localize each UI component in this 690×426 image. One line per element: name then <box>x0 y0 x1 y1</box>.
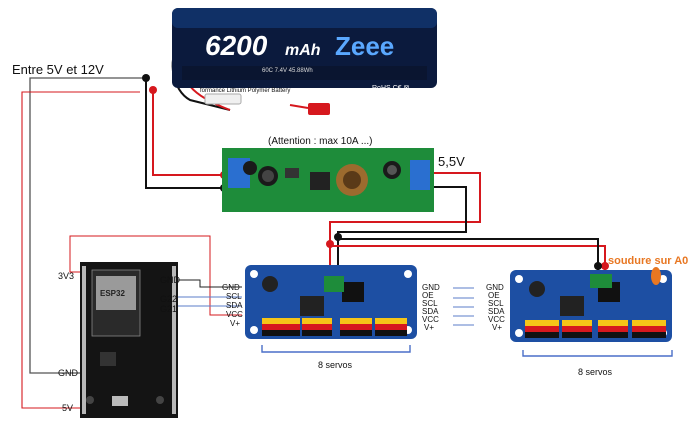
pca-right-pin-oe: OE <box>488 291 500 300</box>
pin-5v-label: 5V <box>62 403 73 413</box>
pca-left-rpin-vcc: VCC <box>422 315 439 324</box>
battery-type: formance Lithium Polymer Battery <box>200 88 290 94</box>
pca-left-power-terminal <box>324 276 344 292</box>
solder-mark <box>651 267 661 285</box>
pca-left-rpin-sda: SDA <box>422 307 439 316</box>
pca-left-servo-headers <box>262 318 407 336</box>
pca-left-rpin-vplus: V+ <box>424 323 434 332</box>
output-black-wire <box>337 186 467 278</box>
deans-connector <box>308 103 330 115</box>
input-red-wire <box>152 90 224 176</box>
pca-right-servo-headers <box>525 320 666 338</box>
esp32-board: ESP32 3V3 GND 5V GND G22 G21 <box>58 262 181 418</box>
vcc-thin-red-wire <box>69 235 242 316</box>
pca-right-pin-vcc: VCC <box>488 315 505 324</box>
junction-pca-left-red <box>326 240 334 248</box>
pin-g21-label: G21 <box>160 304 177 314</box>
balance-connector <box>204 93 242 105</box>
pca-right-power-terminal <box>590 274 612 288</box>
pca-right-pin-sda: SDA <box>488 307 505 316</box>
junction-pca-right-black <box>594 262 602 270</box>
battery-brand: Zeee <box>335 31 394 61</box>
attention-label: (Attention : max 10A ...) <box>268 136 373 147</box>
output-voltage-label: 5,5V <box>438 154 465 169</box>
buck-converter: (Attention : max 10A ...) <box>222 136 434 212</box>
pca9685-right: GND OE SCL SDA VCC V+ 8 servos <box>486 267 673 377</box>
wires <box>21 44 606 409</box>
junction-pca-left-black <box>334 233 342 241</box>
input-range-label: Entre 5V et 12V <box>12 62 104 77</box>
i2c-gnd-line <box>178 279 242 288</box>
esp32-chip-text: ESP32 <box>100 289 125 298</box>
pca-left-rpin-oe: OE <box>422 291 434 300</box>
pca9685-left: GND SCL SDA VCC V+ GND OE SCL SDA VCC V+… <box>222 265 440 370</box>
pca-left-pin-vplus: V+ <box>230 319 240 328</box>
junction-pca-right-red <box>601 262 609 270</box>
pca-right-pin-gnd: GND <box>486 283 504 292</box>
pca-left-pin-vcc: VCC <box>226 310 243 319</box>
pin-gnd-left-label: GND <box>58 368 79 378</box>
input-black-wire <box>145 78 224 189</box>
pca-left-pin-scl: SCL <box>226 292 242 301</box>
pin-3v3-label: 3V3 <box>58 271 74 281</box>
pca-left-pin-sda: SDA <box>226 301 243 310</box>
pin-g22-label: G22 <box>160 294 177 304</box>
pca-left-rpin-gnd: GND <box>422 283 440 292</box>
supply-gray-wire <box>29 77 146 374</box>
pca-left-pin-gnd: GND <box>222 283 240 292</box>
supply-red-thin-wire <box>21 91 140 409</box>
battery-capacity: 6200 <box>205 30 268 61</box>
pca-left-servo-bracket <box>261 345 411 353</box>
lipo-battery: 6200 mAh Zeee 60C 7.4V 45.88Wh formance … <box>172 8 437 115</box>
pca-left-servo-label: 8 servos <box>318 360 353 370</box>
pca-right-servo-label: 8 servos <box>578 367 613 377</box>
battery-spec: 60C 7.4V 45.88Wh <box>262 68 313 74</box>
pca-right-pin-vplus: V+ <box>492 323 502 332</box>
pca-right-servo-bracket <box>522 350 673 357</box>
battery-unit: mAh <box>285 42 321 59</box>
pca-left-rpin-scl: SCL <box>422 299 438 308</box>
pca-right-pin-scl: SCL <box>488 299 504 308</box>
pin-gnd-right-label: GND <box>160 275 181 285</box>
junction-red-top <box>149 86 157 94</box>
junction-black-top <box>142 74 150 82</box>
battery-cert: RoHS C€ ⊠ <box>372 85 410 92</box>
solder-note-label: soudure sur A0 <box>608 255 688 267</box>
